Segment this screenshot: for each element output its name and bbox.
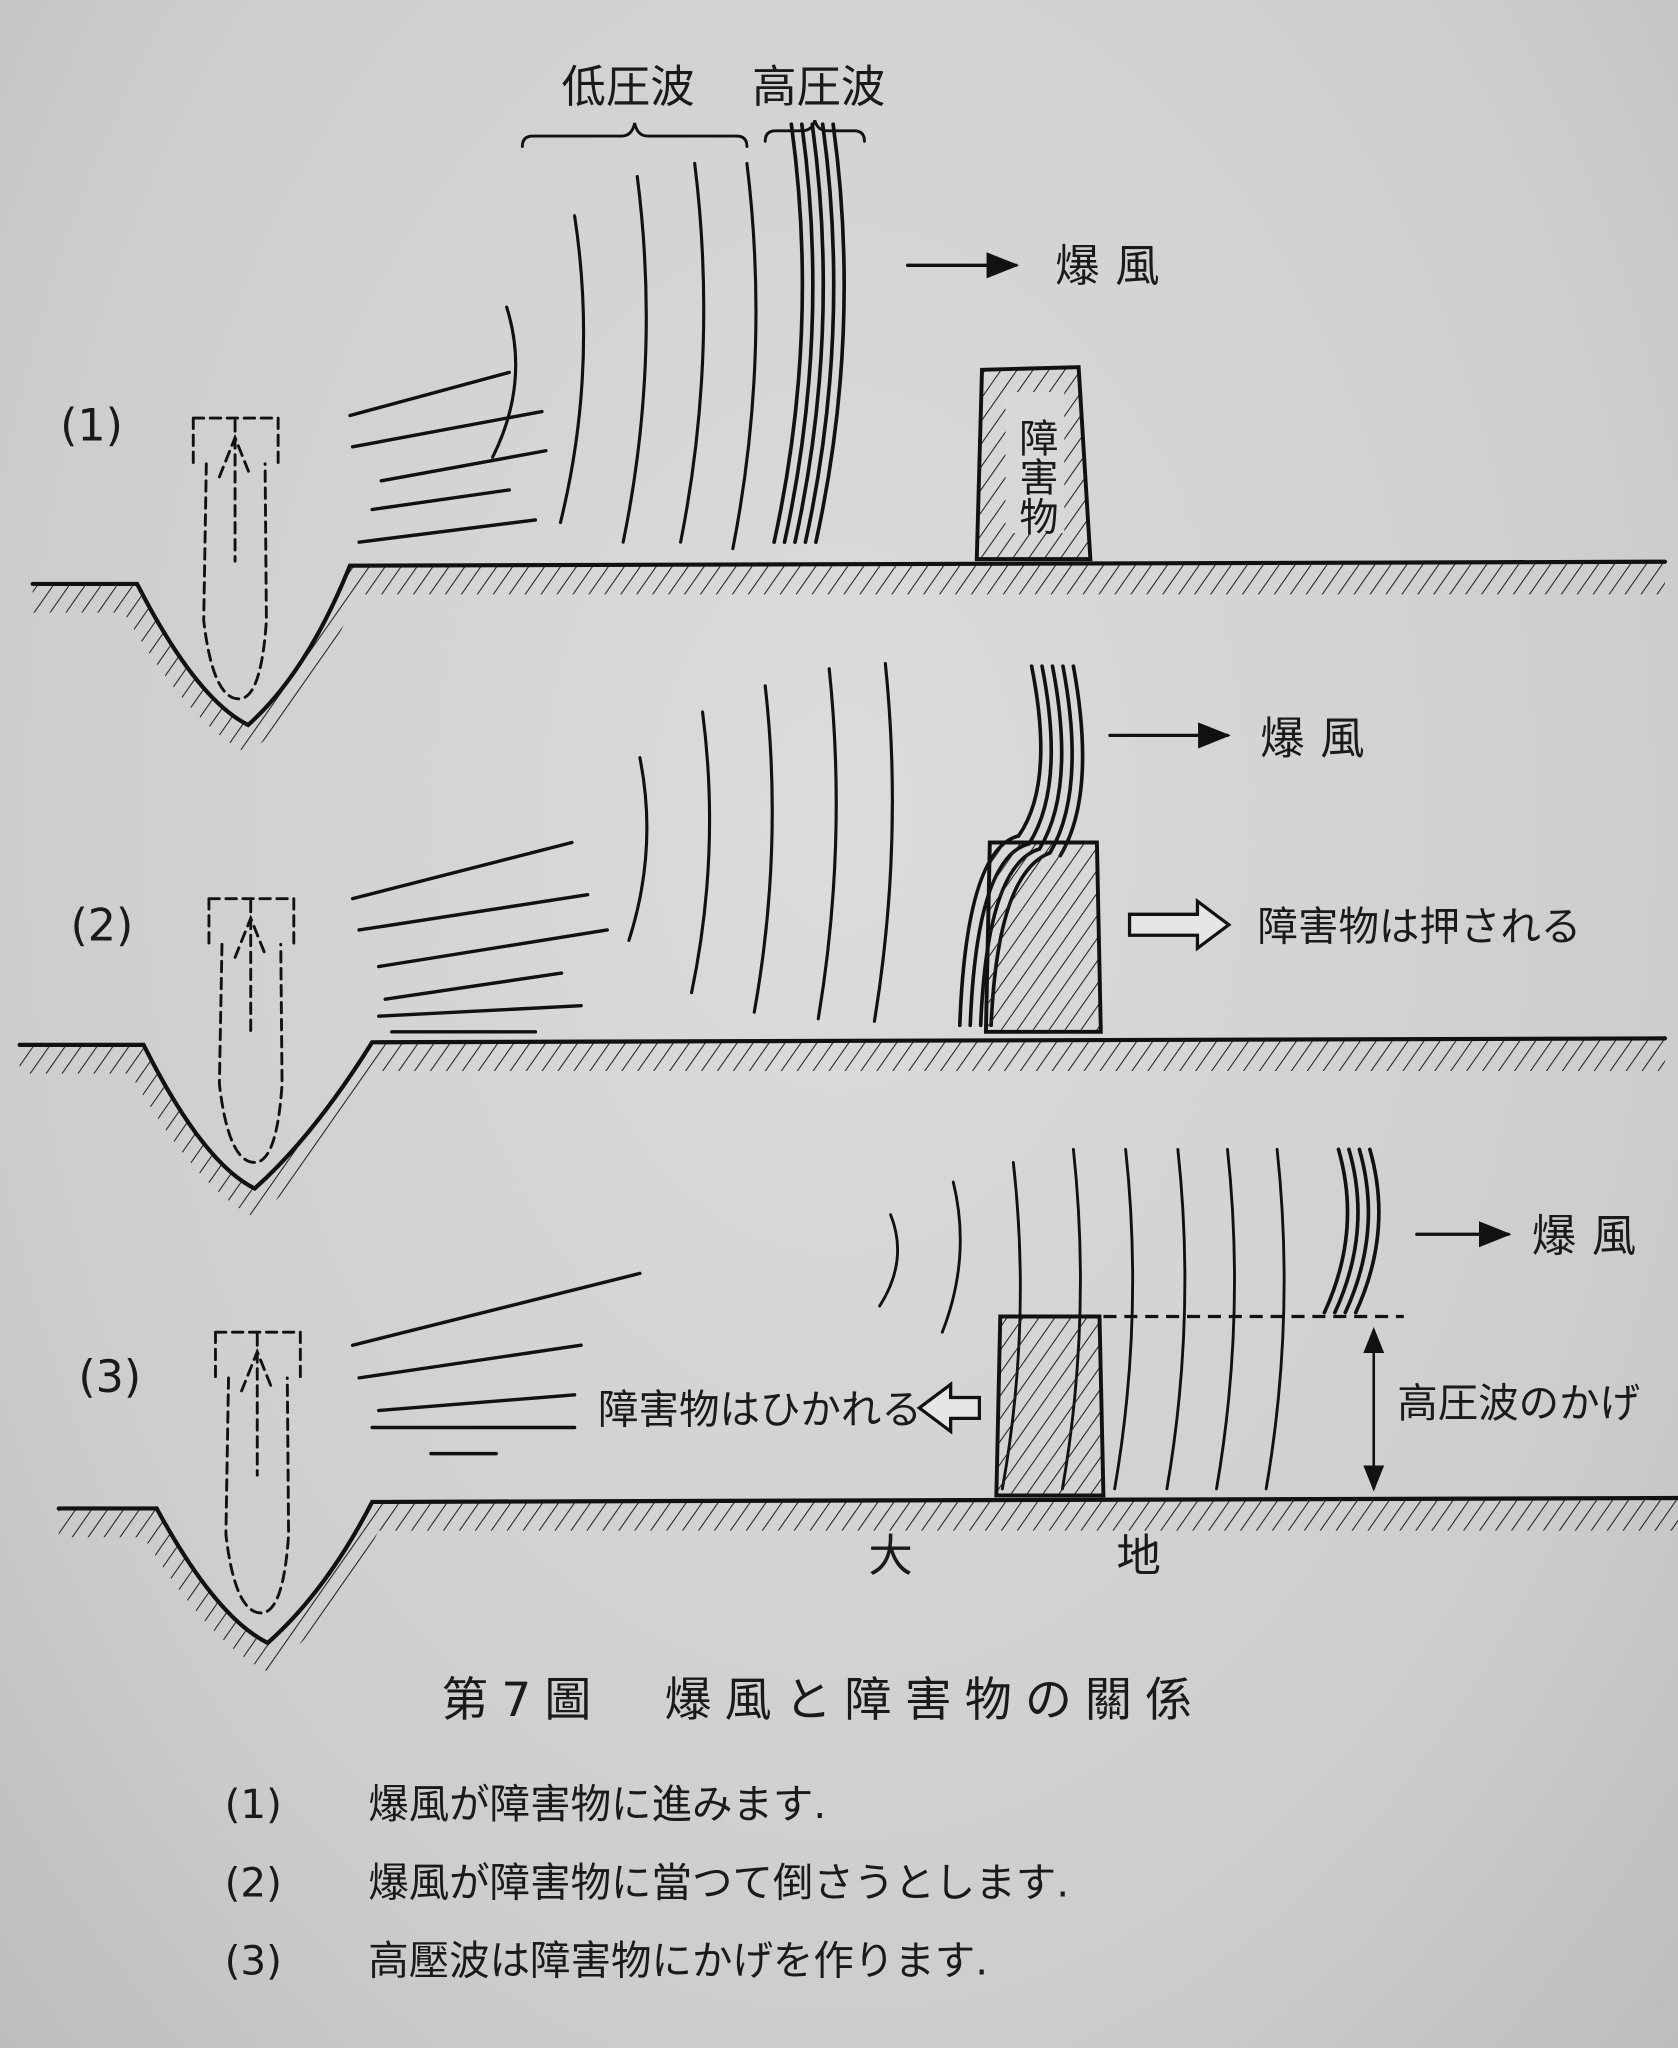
ground-line-2 bbox=[17, 1036, 1668, 1192]
blast-label-1: 爆風 bbox=[1055, 241, 1175, 292]
high-pressure-wave-2-4 bbox=[1058, 664, 1085, 858]
blast-ray-2-3 bbox=[383, 971, 564, 1001]
obstacle-block-3 bbox=[994, 1314, 1106, 1498]
panel-label-3: (3) bbox=[78, 1352, 141, 1403]
blast-ray-3-0 bbox=[350, 1271, 642, 1347]
obstacle-label: 障害物 bbox=[1013, 418, 1058, 536]
panel-label-1: (1) bbox=[60, 400, 123, 451]
blast-ray-2-1 bbox=[357, 893, 590, 932]
bomb-outline-icon-1 bbox=[191, 416, 280, 701]
high-pressure-wave-1-1 bbox=[782, 122, 815, 544]
brace-low-pressure bbox=[520, 122, 749, 148]
ground-hatching-1 bbox=[32, 561, 1665, 754]
brace-high-pressure bbox=[763, 119, 866, 143]
blast-ray-1-1 bbox=[350, 409, 544, 449]
panel-label-2: (2) bbox=[71, 900, 134, 951]
hollow-arrow-right-icon bbox=[1127, 897, 1232, 952]
blast-ray-3-1 bbox=[357, 1343, 583, 1380]
ground-hatching-3 bbox=[58, 1498, 1678, 1672]
bomb-outline-icon-3 bbox=[214, 1330, 302, 1615]
pushed-label: 障害物は押される bbox=[1258, 902, 1582, 950]
low-pressure-wave-3-1 bbox=[940, 1180, 962, 1334]
caption-text-1: 爆風が障害物に進みます. bbox=[368, 1780, 826, 1828]
low-pressure-wave-2-2 bbox=[752, 684, 774, 1014]
low-pressure-wave-3-7 bbox=[1264, 1147, 1286, 1491]
bomb-outline-icon-2 bbox=[207, 897, 296, 1164]
pulled-label: 障害物はひかれる bbox=[598, 1386, 922, 1434]
caption-text-2: 爆風が障害物に當つて倒さうとします. bbox=[368, 1858, 1069, 1906]
low-pressure-wave-1-3 bbox=[679, 161, 706, 544]
ground-label-1: 大 bbox=[868, 1531, 912, 1582]
high-pressure-wave-1-2 bbox=[793, 122, 826, 544]
low-pressure-wave-3-5 bbox=[1165, 1147, 1187, 1491]
ground-hatching-2 bbox=[19, 1038, 1665, 1218]
hollow-arrow-left-icon bbox=[916, 1381, 982, 1435]
high-pressure-wave-3-0 bbox=[1322, 1147, 1350, 1315]
high-pressure-wave-3-3 bbox=[1353, 1147, 1381, 1315]
blast-ray-2-0 bbox=[350, 840, 574, 901]
low-pressure-wave-2-4 bbox=[872, 662, 894, 1023]
blast-label-2: 爆風 bbox=[1260, 714, 1380, 765]
obstacle-block-2 bbox=[983, 840, 1103, 1034]
blast-ray-2-4 bbox=[376, 1004, 583, 1018]
shadow-label: 高圧波のかげ bbox=[1397, 1379, 1640, 1427]
blast-label-3: 爆風 bbox=[1532, 1211, 1652, 1262]
low-pressure-wave-3-0 bbox=[878, 1213, 900, 1308]
low-pressure-wave-3-4 bbox=[1113, 1147, 1135, 1491]
ground-label-2: 地 bbox=[1116, 1531, 1160, 1582]
high-pressure-wave-3-2 bbox=[1343, 1147, 1371, 1315]
high-pressure-wave-1-4 bbox=[814, 122, 847, 544]
high-pressure-wave-3-1 bbox=[1332, 1147, 1360, 1315]
low-pressure-label: 低圧波 bbox=[562, 62, 695, 113]
low-pressure-wave-3-6 bbox=[1215, 1147, 1236, 1491]
ground-line-3 bbox=[56, 1495, 1678, 1646]
blast-ray-2-2 bbox=[376, 928, 609, 969]
blast-ray-1-2 bbox=[379, 449, 548, 483]
caption-text-3: 高壓波は障害物にかげを作ります. bbox=[368, 1937, 988, 1985]
low-pressure-wave-2-0 bbox=[627, 756, 649, 942]
figure-title: 第7圖 爆風と障害物の關係 bbox=[441, 1673, 1205, 1728]
low-pressure-wave-2-1 bbox=[690, 710, 712, 995]
obstacle-label-bg bbox=[1005, 391, 1065, 534]
high-pressure-wave-1-0 bbox=[772, 122, 805, 544]
low-pressure-wave-2-3 bbox=[816, 667, 838, 1021]
caption-num-2: (2) bbox=[225, 1858, 282, 1906]
blast-ray-1-3 bbox=[370, 488, 511, 512]
caption-num-1: (1) bbox=[225, 1780, 282, 1828]
blast-ray-3-2 bbox=[376, 1393, 577, 1413]
ground-line-1 bbox=[30, 559, 1668, 728]
caption-num-3: (3) bbox=[225, 1937, 282, 1985]
low-pressure-wave-1-4 bbox=[731, 161, 758, 551]
low-pressure-wave-1-2 bbox=[621, 174, 648, 544]
high-pressure-wave-2-0 bbox=[957, 664, 1043, 1028]
low-pressure-wave-1-0 bbox=[490, 305, 518, 459]
high-pressure-label: 高圧波 bbox=[752, 62, 885, 113]
low-pressure-wave-1-1 bbox=[558, 214, 586, 525]
blast-ray-1-0 bbox=[348, 370, 511, 418]
blast-ray-1-4 bbox=[357, 518, 538, 544]
high-pressure-wave-1-3 bbox=[803, 122, 836, 544]
